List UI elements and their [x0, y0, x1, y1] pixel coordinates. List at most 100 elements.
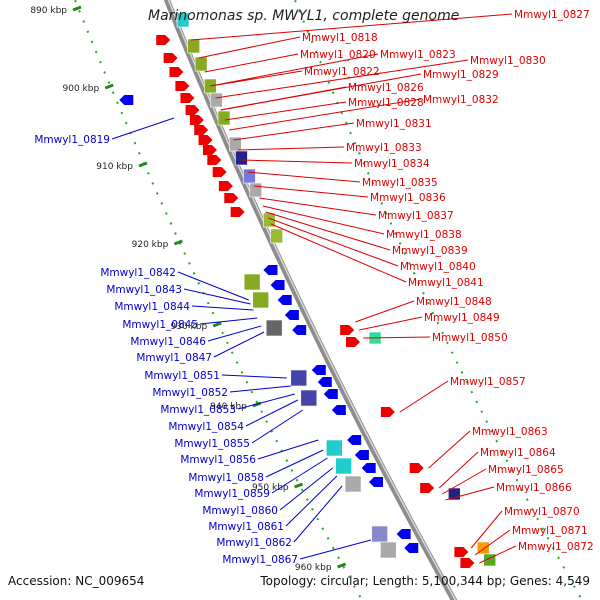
kbp-tick-mark	[337, 562, 347, 569]
gene-leader-line	[285, 475, 338, 527]
forward-gene-arrow	[198, 135, 213, 145]
forward-gene-label: Mmwyl1_0828	[348, 97, 424, 109]
gene-leader-line	[293, 485, 343, 543]
gene-leader-line	[224, 101, 347, 121]
reverse-gene-label: Mmwyl1_0858	[188, 472, 264, 484]
gene-leader-line	[265, 449, 324, 478]
forward-gene-label: Mmwyl1_0840	[400, 261, 476, 273]
forward-gene-label: Mmwyl1_0820	[300, 49, 376, 61]
forward-gene-label: Mmwyl1_0822	[304, 66, 380, 78]
reverse-gene-label: Mmwyl1_0862	[216, 537, 292, 549]
forward-gene-arrow	[346, 337, 361, 347]
reverse-cog-block	[380, 541, 397, 559]
forward-gene-label: Mmwyl1_0832	[423, 94, 499, 106]
reverse-gene-arrow	[323, 389, 338, 399]
reverse-gene-arrow	[404, 543, 419, 553]
reverse-gene-arrow	[396, 529, 411, 539]
reverse-gene-arrow	[331, 405, 346, 415]
forward-cog-block	[249, 182, 262, 198]
reverse-cog-block	[243, 273, 261, 291]
feature-layer	[119, 12, 497, 568]
forward-gene-label: Mmwyl1_0850	[432, 332, 508, 344]
kbp-tick-label: 900 kbp	[63, 84, 100, 94]
forward-gene-label: Mmwyl1_0827	[514, 9, 590, 21]
gene-leader-line	[259, 197, 377, 216]
forward-gene-label: Mmwyl1_0864	[480, 447, 556, 459]
forward-gene-arrow	[340, 325, 355, 335]
gene-leader-line	[399, 380, 449, 413]
kbp-tick-label: 950 kbp	[252, 483, 289, 493]
forward-gene-label: Mmwyl1_0849	[424, 312, 500, 324]
gene-leader-line	[470, 510, 503, 549]
reverse-cog-block	[252, 291, 269, 309]
forward-gene-arrow	[224, 193, 239, 203]
reverse-gene-arrow	[292, 325, 307, 335]
forward-gene-label: Mmwyl1_0818	[302, 32, 378, 44]
gene-leader-line	[210, 53, 379, 87]
forward-gene-arrow	[218, 181, 233, 191]
gene-leader-line	[479, 545, 517, 564]
forward-gene-arrow	[207, 155, 222, 165]
forward-cog-block	[217, 110, 231, 126]
forward-gene-arrow	[189, 115, 204, 125]
forward-gene-label: Mmwyl1_0857	[450, 376, 526, 388]
reverse-gene-arrow	[119, 95, 134, 105]
reverse-gene-label: Mmwyl1_0819	[34, 134, 110, 146]
reverse-cog-block	[344, 475, 362, 493]
forward-gene-label: Mmwyl1_0848	[416, 296, 492, 308]
gene-leader-line	[428, 430, 471, 469]
forward-gene-label: Mmwyl1_0833	[346, 142, 422, 154]
gene-leader-line	[279, 467, 333, 511]
forward-gene-label: Mmwyl1_0829	[423, 69, 499, 81]
outer-dotted-ring	[293, 0, 583, 600]
forward-gene-label: Mmwyl1_0830	[470, 55, 546, 67]
kbp-tick-mark	[104, 83, 114, 90]
forward-gene-label: Mmwyl1_0837	[378, 210, 454, 222]
reverse-gene-label: Mmwyl1_0843	[106, 284, 182, 296]
gene-leader-line	[363, 336, 431, 339]
reverse-gene-label: Mmwyl1_0851	[144, 370, 220, 382]
gene-leader-line	[177, 271, 249, 301]
kbp-tick-mark	[212, 321, 222, 328]
forward-gene-label: Mmwyl1_0826	[348, 82, 424, 94]
reverse-gene-arrow	[317, 377, 332, 387]
forward-cog-block	[270, 228, 283, 244]
forward-gene-label: Mmwyl1_0823	[380, 49, 456, 61]
reverse-gene-label: Mmwyl1_0867	[222, 554, 298, 566]
reverse-cog-block	[325, 439, 343, 457]
reverse-gene-label: Mmwyl1_0856	[180, 454, 256, 466]
gene-leader-line	[359, 316, 423, 331]
kbp-tick-mark	[72, 5, 82, 12]
gene-leader-line	[198, 36, 301, 59]
forward-cog-block	[235, 150, 248, 166]
reverse-gene-arrow	[270, 280, 285, 290]
forward-gene-arrow	[194, 125, 209, 135]
forward-cog-block	[194, 56, 208, 72]
gene-leader-line	[191, 13, 513, 41]
reverse-gene-label: Mmwyl1_0852	[152, 387, 228, 399]
topology-text: Topology: circular; Length: 5,100,344 bp…	[260, 574, 590, 588]
reverse-cog-block	[371, 525, 388, 543]
gene-leader-line	[271, 457, 328, 494]
forward-cog-block	[176, 12, 190, 28]
kbp-tick-label: 890 kbp	[30, 6, 67, 16]
kbp-tick-label: 940 kbp	[210, 402, 247, 412]
reverse-gene-label: Mmwyl1_0860	[202, 505, 278, 517]
forward-gene-arrow	[380, 407, 395, 417]
gene-leader-line	[445, 486, 495, 501]
reverse-gene-arrow	[263, 265, 278, 275]
genome-backbone	[163, 0, 458, 600]
gene-leader-line	[233, 122, 355, 141]
forward-gene-label: Mmwyl1_0834	[354, 158, 430, 170]
forward-gene-label: Mmwyl1_0871	[512, 525, 588, 537]
gene-leader-line	[257, 439, 319, 460]
reverse-gene-label: Mmwyl1_0854	[168, 421, 244, 433]
gene-label-layer: Mmwyl1_0818Mmwyl1_0820Mmwyl1_0822Mmwyl1_…	[34, 9, 593, 566]
kbp-tick-label: 910 kbp	[96, 162, 133, 172]
gene-leader-line	[265, 211, 391, 251]
gene-leader-line	[237, 393, 295, 410]
backbone-layer	[163, 0, 458, 600]
gene-leader-line	[221, 374, 287, 379]
forward-gene-label: Mmwyl1_0872	[518, 541, 594, 553]
